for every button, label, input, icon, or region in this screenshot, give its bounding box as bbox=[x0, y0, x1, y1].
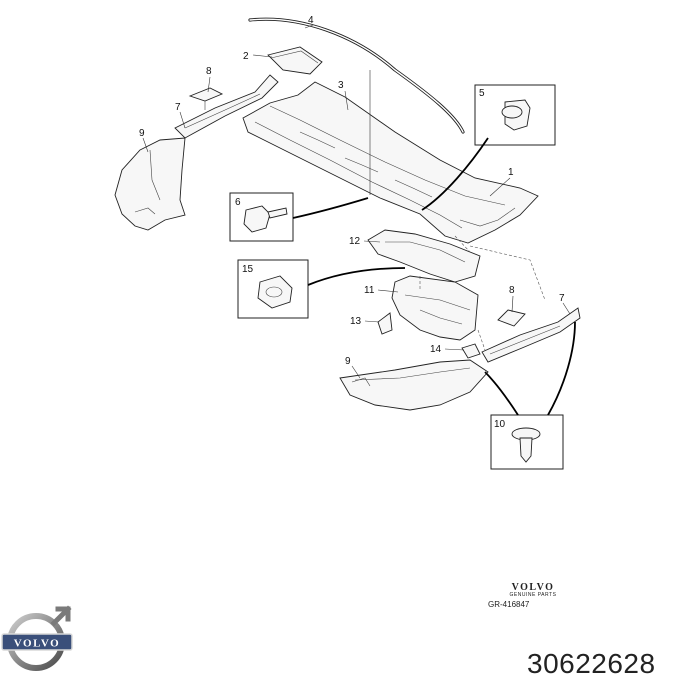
leader-11 bbox=[377, 289, 399, 293]
detail-box-6 bbox=[229, 192, 294, 242]
arrow-15 bbox=[307, 267, 406, 286]
callout-6: 6 bbox=[235, 197, 241, 208]
side-panel-part-9-right bbox=[339, 359, 489, 411]
washer-icon bbox=[501, 105, 523, 119]
volvo-logo: VOLVO bbox=[1, 605, 73, 671]
logo-text: VOLVO bbox=[14, 638, 60, 650]
callout-1: 1 bbox=[508, 167, 514, 178]
tab-part-13 bbox=[377, 312, 393, 335]
callout-4: 4 bbox=[308, 15, 314, 26]
brand-name: VOLVO bbox=[511, 582, 555, 593]
housing-part-11-rib bbox=[419, 309, 463, 325]
leader-8a bbox=[207, 76, 211, 93]
seal-strip-part-7-right bbox=[481, 307, 581, 363]
weatherstrip-strip-inner bbox=[249, 18, 464, 133]
side-panel-part-9-right-fold bbox=[354, 367, 471, 381]
push-clip-shank-icon bbox=[519, 437, 533, 463]
leader-3 bbox=[344, 90, 349, 111]
logo-band bbox=[1, 633, 73, 651]
housing-part-11-flange bbox=[404, 294, 471, 311]
callout-11: 11 bbox=[364, 285, 375, 296]
callout-7-left: 7 bbox=[175, 102, 181, 113]
clip-part-14 bbox=[461, 343, 481, 359]
hex-nut-icon bbox=[257, 275, 293, 309]
housing-part-12 bbox=[367, 229, 481, 283]
side-panel-part-9-right-cut bbox=[351, 377, 371, 387]
callout-3: 3 bbox=[338, 80, 344, 91]
assembly-line-d bbox=[477, 329, 486, 351]
arrow-5 bbox=[421, 137, 489, 211]
leader-8b bbox=[511, 295, 514, 313]
side-panel-part-9-left-cut bbox=[134, 207, 156, 215]
bracket-part-8-left bbox=[188, 87, 224, 102]
cowl-panel-part-1-vent-b bbox=[344, 157, 379, 173]
callout-8-left: 8 bbox=[206, 66, 212, 77]
hex-nut-hole bbox=[265, 286, 283, 298]
leader-7b bbox=[562, 302, 571, 315]
assembly-line-a bbox=[454, 235, 471, 253]
detail-box-15 bbox=[237, 259, 309, 319]
cowl-panel-part-1-vent-a bbox=[299, 131, 336, 149]
nut-icon bbox=[243, 205, 271, 233]
assembly-line-b bbox=[469, 245, 546, 301]
seal-strip-part-7-right-edge bbox=[489, 325, 561, 355]
bracket-part-8-right bbox=[497, 309, 526, 327]
leader-7a bbox=[179, 111, 186, 129]
detail-box-10 bbox=[490, 414, 564, 470]
callout-9-right: 9 bbox=[345, 356, 351, 367]
leader-2 bbox=[252, 54, 273, 58]
seal-strip-part-7-left-edge bbox=[184, 93, 261, 129]
leader-12 bbox=[363, 240, 381, 243]
side-panel-part-9-left bbox=[114, 137, 186, 231]
callout-2: 2 bbox=[243, 51, 249, 62]
housing-part-11 bbox=[391, 275, 479, 341]
callout-12: 12 bbox=[349, 236, 361, 247]
callout-7-right: 7 bbox=[559, 293, 565, 304]
part-number: 30622628 bbox=[527, 648, 656, 679]
arrow-10a bbox=[484, 371, 519, 416]
housing-part-12-inner bbox=[385, 241, 466, 263]
leader-1 bbox=[489, 177, 511, 197]
callout-15: 15 bbox=[242, 264, 254, 275]
brand-block: VOLVO GENUINE PARTS GR-416847 bbox=[488, 582, 578, 609]
arrow-10b bbox=[547, 321, 576, 416]
callout-9-left: 9 bbox=[139, 128, 145, 139]
brand-subtitle: GENUINE PARTS bbox=[509, 592, 557, 598]
cowl-panel-part-1-rim bbox=[459, 207, 516, 227]
cowl-panel-part-1 bbox=[242, 81, 539, 244]
logo-arrow-icon bbox=[50, 605, 72, 627]
cowl-panel-part-1-lip bbox=[269, 105, 506, 206]
cowl-panel-part-1-ridge bbox=[254, 121, 463, 229]
stud-icon bbox=[267, 207, 288, 219]
drawing-reference: GR-416847 bbox=[488, 600, 530, 609]
leader-9a bbox=[142, 137, 149, 153]
callout-8-right: 8 bbox=[509, 285, 515, 296]
cover-part-2-edge bbox=[270, 50, 319, 64]
side-panel-part-9-left-fold bbox=[149, 149, 161, 201]
callout-10: 10 bbox=[494, 419, 506, 430]
leader-13 bbox=[364, 320, 380, 323]
leader-4 bbox=[304, 24, 314, 29]
detail-box-5 bbox=[474, 84, 556, 146]
callout-14: 14 bbox=[430, 344, 442, 355]
seal-strip-part-7-left bbox=[174, 74, 279, 139]
leader-9b bbox=[351, 365, 361, 379]
cowl-panel-part-1-vent-c bbox=[394, 179, 433, 198]
arrow-6 bbox=[292, 197, 369, 219]
callout-5: 5 bbox=[479, 88, 485, 99]
leader-14 bbox=[444, 348, 465, 351]
cover-part-2 bbox=[267, 46, 323, 75]
callout-13: 13 bbox=[350, 316, 362, 327]
